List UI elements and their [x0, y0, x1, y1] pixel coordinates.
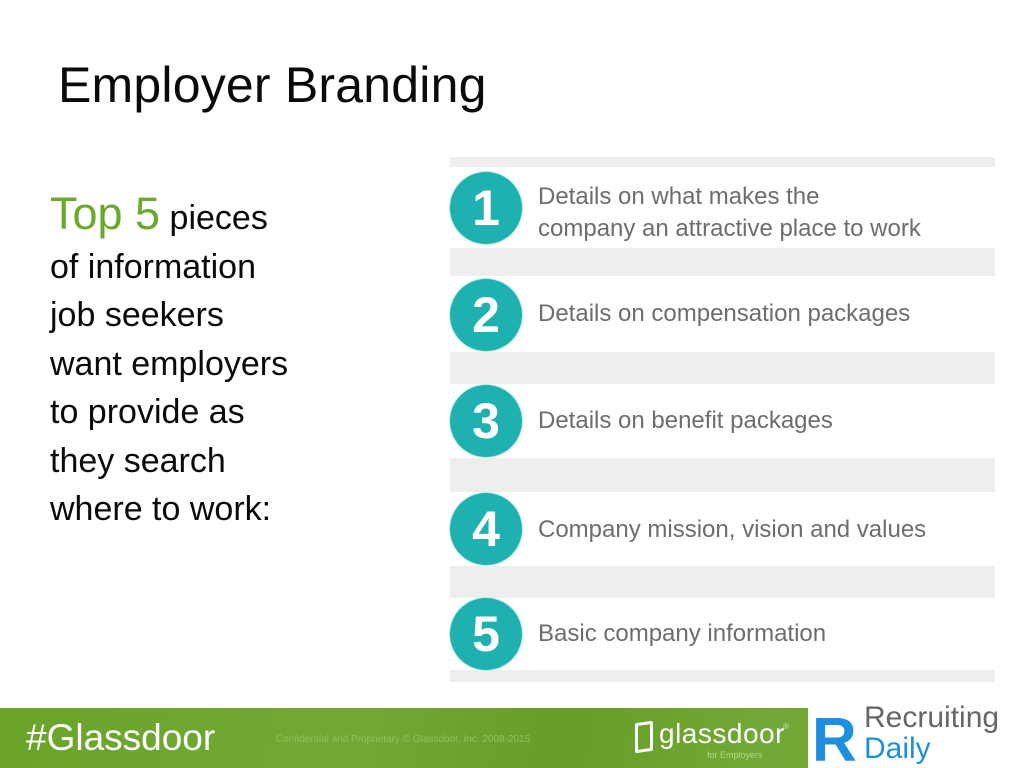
number-badge-icon: 4 [450, 493, 522, 565]
intro-line-1-rest: pieces [160, 199, 268, 237]
number-badge-icon: 5 [450, 598, 522, 670]
footer-bar: #Glassdoor Confidential and Proprietary … [0, 702, 1024, 768]
list-item: 3 Details on benefit packages [450, 384, 995, 458]
recruiting-daily-logo: R Recruiting Daily [808, 702, 1024, 768]
daily-wordmark: Daily [864, 732, 931, 765]
list-item: 5 Basic company information [450, 598, 995, 670]
intro-accent: Top 5 [50, 188, 161, 239]
intro-text: Top 5 pieces of information job seekers … [50, 188, 380, 534]
list-item-text: Basic company information [538, 620, 827, 647]
number-badge-icon: 3 [450, 385, 522, 457]
list-item-text-line1: Details on what makes the [538, 183, 820, 210]
door-icon [635, 720, 653, 754]
r-logo-icon: R [812, 708, 858, 768]
intro-line: they search [50, 441, 226, 480]
list-item-text: Details on compensation packages [538, 300, 911, 327]
intro-line: want employers [50, 344, 289, 383]
list-item: 4 Company mission, vision and values [450, 492, 995, 566]
top-five-list: 1 Details on what makes the company an a… [450, 157, 995, 682]
glassdoor-logo: glassdoor ® for Employers [635, 718, 795, 762]
recruiting-wordmark: Recruiting [864, 701, 1000, 734]
intro-line: where to work: [50, 490, 272, 528]
intro-line: of information [50, 247, 256, 286]
intro-line-1: Top 5 pieces [50, 188, 380, 243]
glassdoor-subtitle: for Employers [707, 750, 763, 760]
glassdoor-wordmark: glassdoor [659, 718, 785, 749]
list-item-text: Company mission, vision and values [538, 516, 927, 543]
list-item: 1 Details on what makes the company an a… [450, 167, 995, 248]
intro-line: job seekers [50, 296, 224, 334]
hashtag: #Glassdoor [26, 717, 216, 758]
number-badge-icon: 2 [450, 279, 522, 351]
list-item-text: Details on benefit packages [538, 407, 833, 434]
r-letter: R [812, 706, 857, 768]
intro-line: to provide as [50, 393, 245, 431]
list-item: 2 Details on compensation packages [450, 276, 995, 352]
confidential-notice: Confidential and Proprietary © Glassdoor… [276, 734, 531, 745]
number-badge-icon: 1 [450, 172, 522, 244]
slide-title: Employer Branding [58, 57, 487, 113]
registered-mark: ® [783, 722, 789, 731]
list-item-text-line2: company an attractive place to work [538, 215, 921, 242]
